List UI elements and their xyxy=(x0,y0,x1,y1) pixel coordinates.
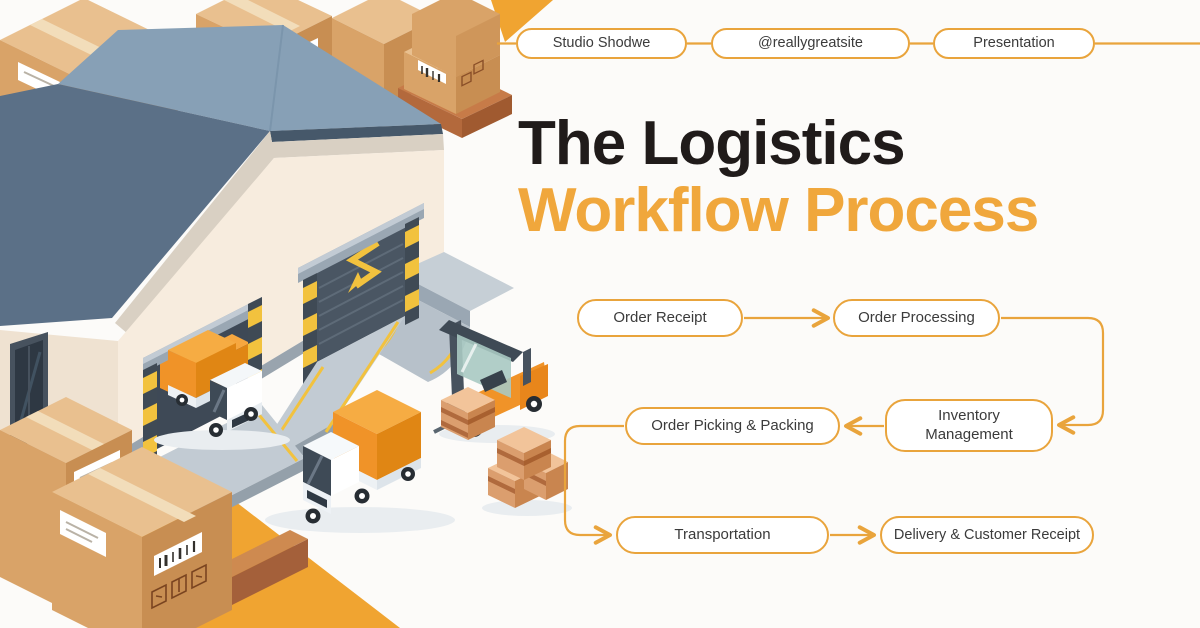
slide-title-line2: Workflow Process xyxy=(518,176,1039,245)
fragile-icons xyxy=(151,563,207,610)
flow-node-label: Delivery & Customer Receipt xyxy=(893,526,1081,543)
flow-node-label: Inventory Management xyxy=(925,406,1013,443)
flow-node-order-processing: Order Processing xyxy=(833,299,1000,337)
flow-node-label: Transportation xyxy=(674,525,771,543)
warehouse-building xyxy=(0,24,444,524)
badge-presentation: Presentation xyxy=(933,28,1095,59)
wooden-crate xyxy=(441,387,495,440)
hazard-stripe-post xyxy=(143,297,262,469)
loading-ramp-left xyxy=(150,405,305,527)
loading-dock-door-right xyxy=(245,203,424,488)
side-door xyxy=(10,332,48,450)
flow-node-delivery-customer-receipt: Delivery & Customer Receipt xyxy=(880,516,1094,554)
badge-social-handle-label: @reallygreatsite xyxy=(758,35,863,52)
hip-roof xyxy=(0,24,444,334)
flow-node-label: Order Picking & Packing xyxy=(651,416,814,434)
badge-studio-name: Studio Shodwe xyxy=(516,28,687,59)
flow-node-order-picking-packing: Order Picking & Packing xyxy=(625,407,840,445)
yellow-floor-wedges xyxy=(120,0,553,628)
flow-node-transportation: Transportation xyxy=(616,516,829,554)
flow-node-inventory-management: Inventory Management xyxy=(885,399,1053,452)
loading-dock-door-left xyxy=(143,297,305,527)
badge-studio-name-label: Studio Shodwe xyxy=(552,35,651,52)
edge-picking-transportation xyxy=(563,424,624,545)
flow-node-order-receipt: Order Receipt xyxy=(577,299,743,337)
ground-shadows xyxy=(154,425,572,533)
badge-presentation-label: Presentation xyxy=(973,35,1055,52)
forklift xyxy=(433,320,548,440)
dock-arrow-glyph xyxy=(345,240,382,289)
dock-truck xyxy=(168,330,262,437)
left-wall xyxy=(0,330,118,512)
loading-ramp-right xyxy=(245,316,405,488)
badge-social-handle: @reallygreatsite xyxy=(711,28,910,59)
flow-node-label: Order Processing xyxy=(858,308,975,326)
box-truck xyxy=(303,390,421,524)
front-wall xyxy=(118,150,444,452)
flow-node-label: Order Receipt xyxy=(613,308,707,326)
hazard-stripe-post xyxy=(303,217,419,385)
slide-title-line1: The Logistics xyxy=(518,109,906,178)
wooden-crate-stack xyxy=(488,427,568,508)
cardboard-parcel-stack-bottom xyxy=(0,397,308,628)
slide-title: The Logistics Workflow Process xyxy=(518,109,1039,245)
cardboard-parcel-stacks-top xyxy=(0,0,512,210)
base-skirting xyxy=(0,256,444,524)
right-platform xyxy=(371,252,514,382)
